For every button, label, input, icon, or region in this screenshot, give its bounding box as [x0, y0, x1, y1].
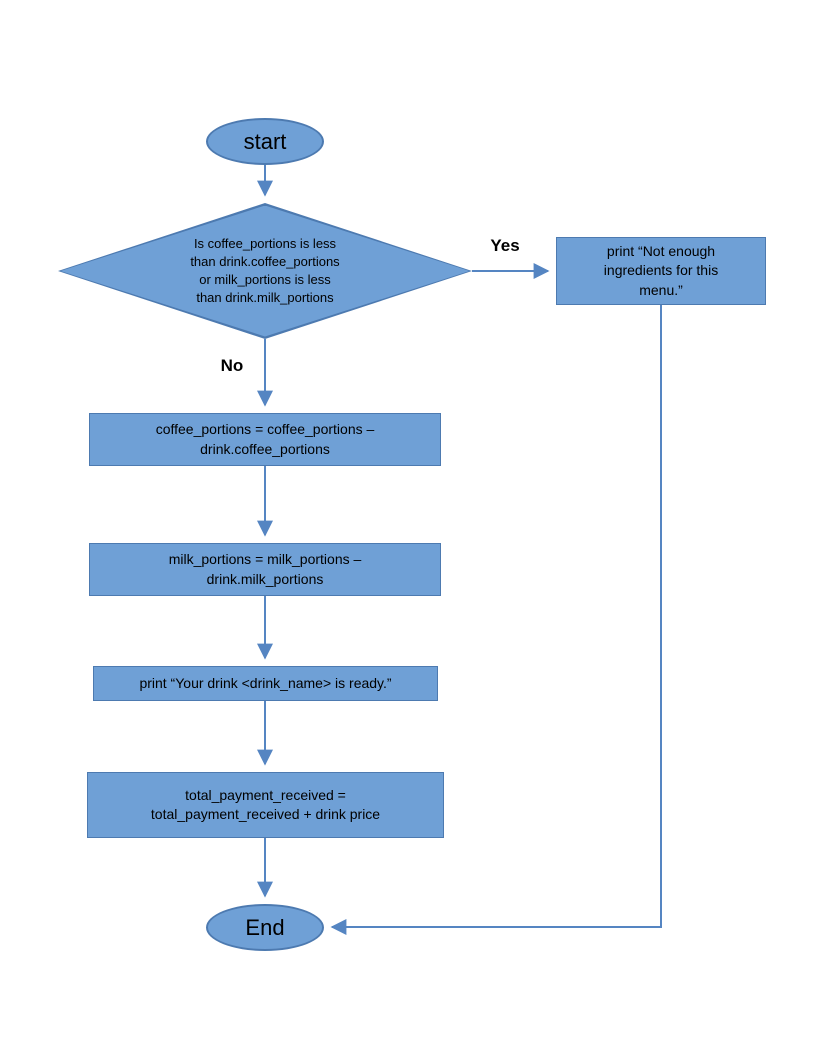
edge-label-yes: Yes — [490, 236, 520, 255]
print-ready-node: print “Your drink <drink_name> is ready.… — [93, 666, 438, 701]
start-label: start — [243, 128, 287, 154]
total-payment-text: total_payment_received = total_payment_r… — [150, 786, 381, 822]
not-enough-node: print “Not enough ingredients for this m… — [556, 237, 766, 305]
subtract-coffee-node: coffee_portions = coffee_portions – drin… — [89, 413, 441, 466]
end-label: End — [245, 914, 285, 940]
decision-text: Is coffee_portions is less than drink.co… — [190, 235, 340, 306]
start-node: start — [206, 118, 324, 165]
end-node: End — [206, 904, 324, 951]
subtract-coffee-text: coffee_portions = coffee_portions – drin… — [155, 421, 375, 457]
edge-notenough-to-end — [330, 305, 662, 935]
edge-label-no: No — [220, 356, 244, 375]
decision-node: Is coffee_portions is less than drink.co… — [58, 203, 472, 339]
print-ready-text: print “Your drink <drink_name> is ready.… — [139, 674, 392, 691]
not-enough-text: print “Not enough ingredients for this m… — [603, 243, 719, 298]
total-payment-node: total_payment_received = total_payment_r… — [87, 772, 444, 838]
subtract-milk-text: milk_portions = milk_portions – drink.mi… — [168, 551, 362, 587]
subtract-milk-node: milk_portions = milk_portions – drink.mi… — [89, 543, 441, 596]
